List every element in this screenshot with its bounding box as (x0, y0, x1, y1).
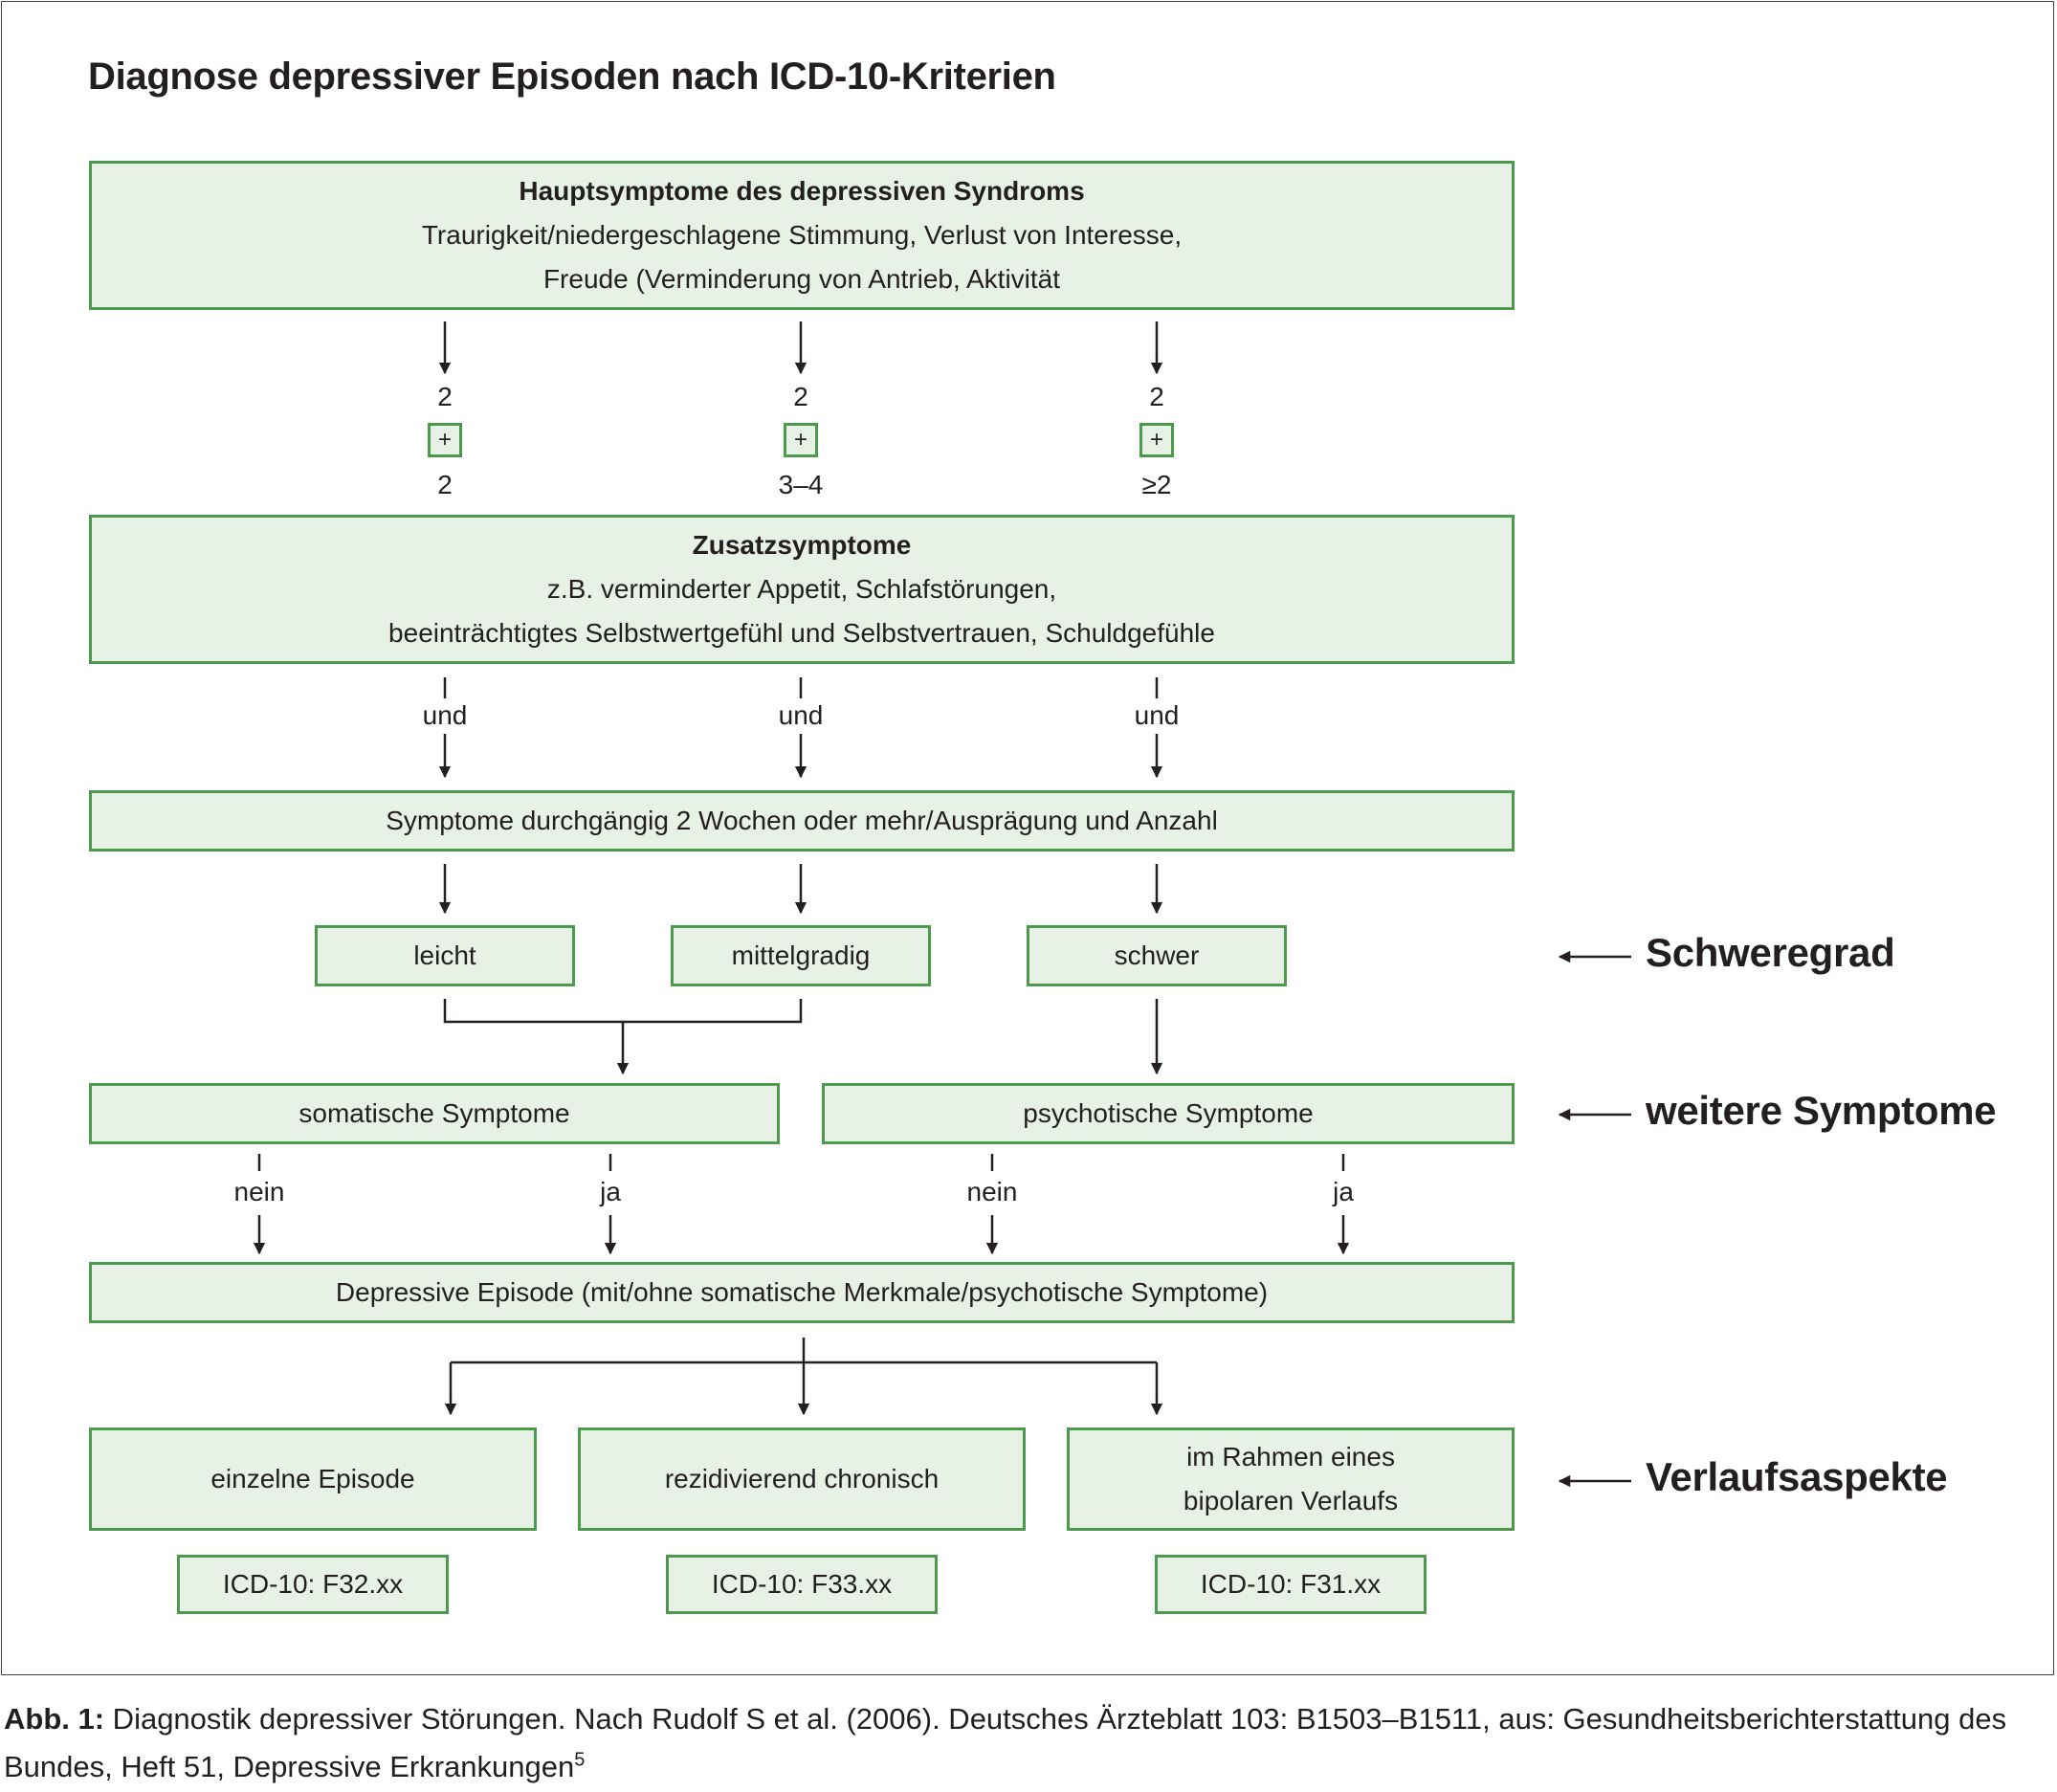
icd-code-f33-box: ICD-10: F33.xx (666, 1555, 938, 1614)
course-single-label: einzelne Episode (210, 1464, 415, 1493)
icd-code-f32-box: ICD-10: F32.xx (177, 1555, 449, 1614)
yes-label-2: ja (1333, 1177, 1354, 1206)
additional-symptoms-line1: z.B. verminderter Appetit, Schlafstörung… (546, 574, 1057, 604)
main-symptoms-line1: Traurigkeit/niedergeschlagene Stimmung, … (421, 220, 1183, 250)
duration-box: Symptome durchgängig 2 Wochen oder mehr/… (89, 790, 1515, 852)
main-symptoms-heading: Hauptsymptome des depressiven Syndroms (519, 176, 1085, 206)
course-bipolar-box: im Rahmen eines bipolaren Verlaufs (1067, 1427, 1515, 1531)
severity-severe-box: schwer (1027, 925, 1287, 986)
und-label-1: und (422, 700, 468, 730)
severity-mild-label: leicht (413, 940, 476, 970)
count-bottom-2: 3–4 (778, 470, 824, 499)
count-top-2: 2 (793, 382, 808, 411)
psychotic-symptoms-box: psychotische Symptome (822, 1083, 1515, 1144)
caption-reference: 5 (574, 1749, 586, 1771)
connector (443, 999, 803, 1024)
count-top-1: 2 (437, 382, 453, 411)
side-label-course: Verlaufsaspekte (1646, 1454, 1948, 1499)
no-label-2: nein (966, 1177, 1018, 1206)
icd-code-f31: ICD-10: F31.xx (1200, 1569, 1382, 1599)
severity-moderate-box: mittelgradig (671, 925, 931, 986)
side-label-further: weitere Symptome (1646, 1088, 1997, 1133)
additional-symptoms-heading: Zusatzsymptome (692, 530, 912, 560)
course-recurrent-box: rezidivierend chronisch (578, 1427, 1026, 1531)
figure-frame (1, 1, 2054, 1675)
severity-mild-box: leicht (315, 925, 575, 986)
side-label-severity: Schweregrad (1646, 930, 1895, 975)
count-bottom-1: 2 (437, 470, 453, 499)
count-bottom-3: ≥2 (1141, 470, 1172, 499)
course-recurrent-label: rezidivierend chronisch (664, 1464, 940, 1493)
additional-symptoms-box: Zusatzsymptome z.B. verminderter Appetit… (89, 515, 1515, 664)
course-bipolar-line1: im Rahmen eines (1186, 1442, 1395, 1471)
plus-icon: + (428, 423, 462, 457)
course-bipolar-line2: bipolaren Verlaufs (1183, 1486, 1399, 1515)
main-symptoms-line2: Freude (Verminderung von Antrieb, Aktivi… (542, 264, 1061, 294)
main-symptoms-box: Hauptsymptome des depressiven Syndroms T… (89, 161, 1515, 310)
severity-moderate-label: mittelgradig (731, 940, 871, 970)
icd-code-f31-box: ICD-10: F31.xx (1155, 1555, 1427, 1614)
caption-prefix: Abb. 1: (4, 1702, 105, 1736)
episode-text: Depressive Episode (mit/ohne somatische … (335, 1277, 1269, 1307)
icd-code-f33: ICD-10: F33.xx (711, 1569, 893, 1599)
somatic-symptoms-label: somatische Symptome (299, 1098, 570, 1128)
plus-icon: + (784, 423, 818, 457)
und-label-2: und (778, 700, 824, 730)
yes-label-1: ja (600, 1177, 621, 1206)
psychotic-symptoms-label: psychotische Symptome (1023, 1098, 1314, 1128)
course-single-box: einzelne Episode (89, 1427, 537, 1531)
no-label-1: nein (233, 1177, 285, 1206)
diagram-title: Diagnose depressiver Episoden nach ICD-1… (88, 55, 1056, 98)
episode-box: Depressive Episode (mit/ohne somatische … (89, 1262, 1515, 1323)
count-top-3: 2 (1149, 382, 1164, 411)
caption-text: Diagnostik depressiver Störungen. Nach R… (4, 1702, 2007, 1783)
icd-code-f32: ICD-10: F32.xx (222, 1569, 404, 1599)
und-label-3: und (1134, 700, 1180, 730)
somatic-symptoms-box: somatische Symptome (89, 1083, 780, 1144)
figure-caption: Abb. 1: Diagnostik depressiver Störungen… (4, 1695, 2051, 1791)
severity-severe-label: schwer (1114, 940, 1200, 970)
plus-icon: + (1139, 423, 1174, 457)
additional-symptoms-line2: beeinträchtigtes Selbstwertgefühl und Se… (388, 618, 1215, 648)
duration-text: Symptome durchgängig 2 Wochen oder mehr/… (386, 806, 1218, 835)
